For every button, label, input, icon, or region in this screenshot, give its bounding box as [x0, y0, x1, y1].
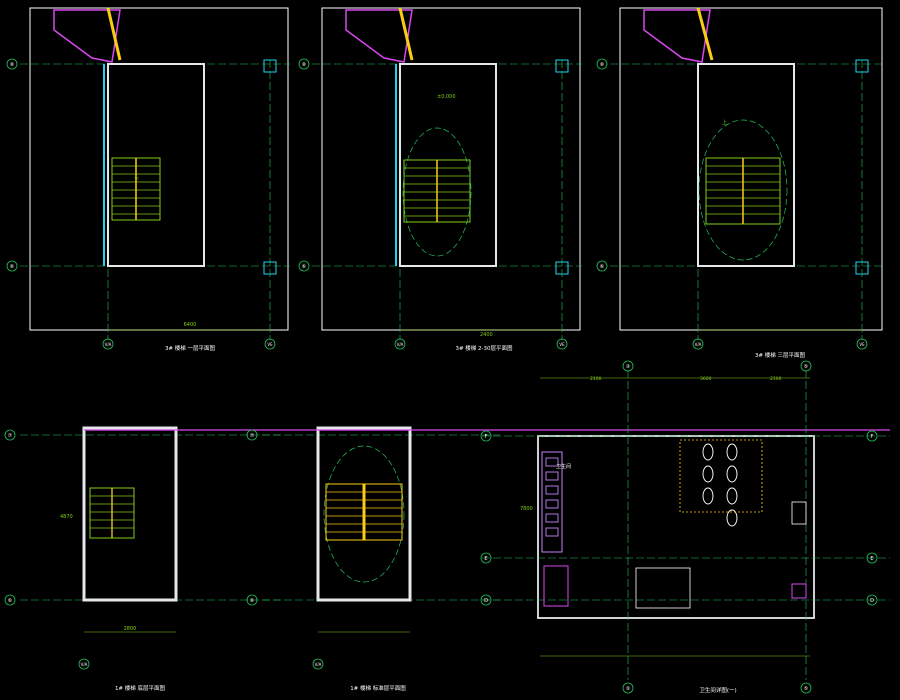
plan-top-3	[610, 7, 885, 340]
axis-toilet-bottom-2: ⑤	[804, 686, 808, 692]
annotations: 上 下 ±0.000 卫生间 7800 2100 3600 2100 2400 …	[60, 94, 782, 520]
axis-lower-3: V/A	[81, 662, 88, 667]
dim-toilet-seg-2: 3600	[700, 376, 712, 382]
axis-toilet-side-2: F	[871, 434, 874, 440]
dim-top-total: 6400	[184, 322, 197, 328]
dim-toilet-seg-3: 2100	[770, 376, 782, 382]
axis-toilet-side-6: D	[870, 598, 874, 604]
plan-toilet	[482, 370, 890, 680]
dim-toilet-w: 7800	[520, 506, 533, 512]
caption-bottom-1: 1# 楼梯 底层平面图	[115, 684, 166, 692]
captions: 3# 楼梯 一层平面图 3# 楼梯 2-30层平面图 3# 楼梯 三层平面图 1…	[115, 344, 806, 694]
note-room: 卫生间	[556, 463, 571, 470]
note-up: 上	[722, 119, 727, 126]
dim-lower-w: 2800	[124, 626, 137, 632]
axis-corner-1: V/A	[105, 342, 112, 347]
axis-lower-4: ⑦	[250, 433, 255, 439]
axis-lower-5: ⑥	[250, 598, 255, 604]
caption-top-1: 3# 楼梯 一层平面图	[165, 344, 216, 352]
axis-toilet-side-5: D	[484, 598, 488, 604]
plan-top-2	[312, 7, 582, 340]
axis-top-3: ⑧	[600, 62, 605, 68]
axis-corner-2: VE	[267, 342, 273, 347]
plan-bottom-1: 2800	[20, 426, 280, 633]
caption-bottom-3: 卫生间详图(一)	[699, 686, 736, 694]
axis-markers: ⑧ ⑥ ⑧ ⑥ ⑧ ⑥ V/A VE V/A VE V/A VE ⑦ ⑥ V/A…	[4, 58, 878, 694]
dim-mid-total: 2400	[480, 332, 493, 338]
dim-toilet-seg-1: 2100	[590, 376, 602, 382]
axis-bottom-1: ⑥	[10, 264, 15, 270]
axis-toilet-side-3: E	[484, 556, 487, 562]
caption-top-3: 3# 楼梯 三层平面图	[755, 351, 806, 359]
axis-toilet-top-2: ⑤	[804, 364, 808, 370]
axis-toilet-bottom-1: ③	[626, 686, 630, 692]
caption-bottom-2: 1# 楼梯 标准层平面图	[350, 684, 406, 692]
axis-bottom-2: ⑥	[302, 264, 307, 270]
axis-corner-4: VE	[559, 342, 565, 347]
axis-lower-1: ⑦	[8, 433, 13, 439]
axis-corner-3: V/A	[397, 342, 404, 347]
axis-lower-2: ⑥	[8, 598, 13, 604]
dim-lower-h: 4870	[60, 514, 73, 520]
axis-lower-6: V/A	[315, 662, 322, 667]
note-level: ±0.000	[437, 94, 456, 100]
axis-top-2: ⑧	[302, 62, 307, 68]
axis-toilet-side-4: E	[870, 556, 873, 562]
plan-bottom-2	[262, 426, 500, 633]
axis-toilet-top-1: ③	[626, 364, 630, 370]
axis-toilet-side-1: F	[485, 434, 488, 440]
caption-top-2: 3# 楼梯 2-30层平面图	[455, 344, 513, 352]
plan-top-1: 6400	[20, 7, 290, 340]
axis-corner-5: V/A	[695, 342, 702, 347]
note-down: 下	[134, 177, 139, 183]
axis-corner-6: VE	[859, 342, 865, 347]
axis-top-1: ⑧	[10, 62, 15, 68]
axis-bottom-3: ⑥	[600, 264, 605, 270]
